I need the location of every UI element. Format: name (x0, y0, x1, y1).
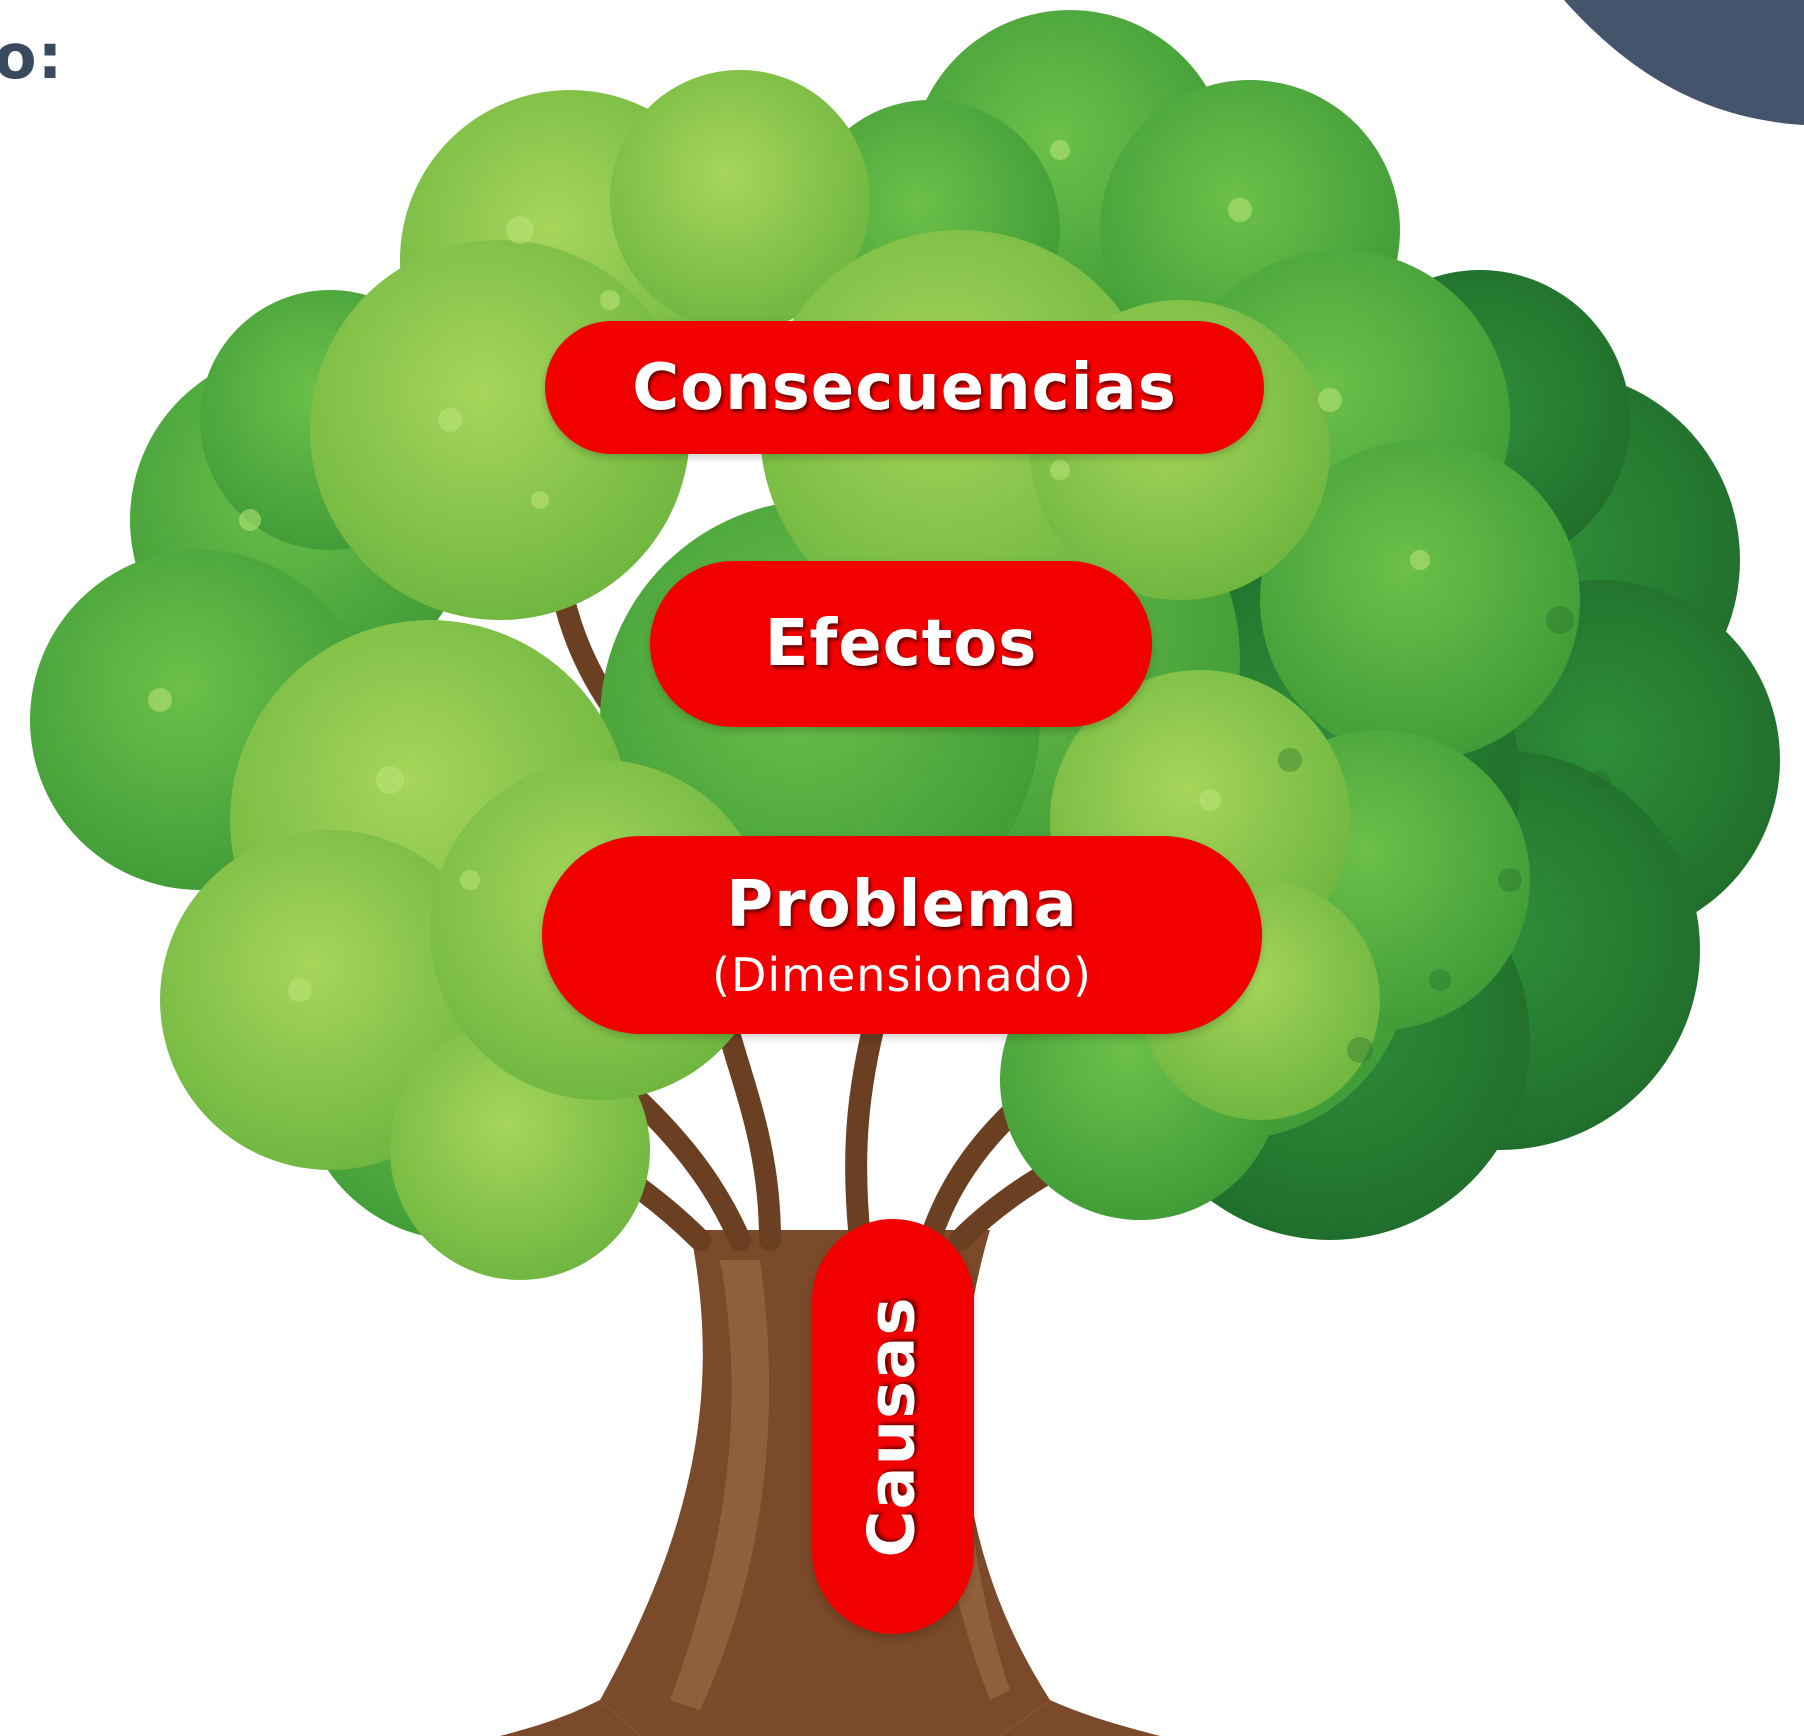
consecuencias-label: Consecuencias (632, 350, 1177, 425)
efectos-label: Efectos (764, 607, 1038, 681)
problema-label: Problema (726, 868, 1078, 942)
page-title-fragment: o: (0, 20, 64, 93)
corner-decoration (1564, 0, 1804, 125)
problema-label-box: Problema (Dimensionado) (542, 836, 1262, 1034)
efectos-label-box: Efectos (650, 561, 1152, 727)
causas-label-box: Causas (812, 1219, 974, 1634)
problema-sublabel: (Dimensionado) (712, 948, 1092, 1002)
leaf-shadows (1278, 606, 1610, 1063)
causas-label: Causas (856, 1295, 930, 1558)
consecuencias-label-box: Consecuencias (545, 321, 1264, 454)
